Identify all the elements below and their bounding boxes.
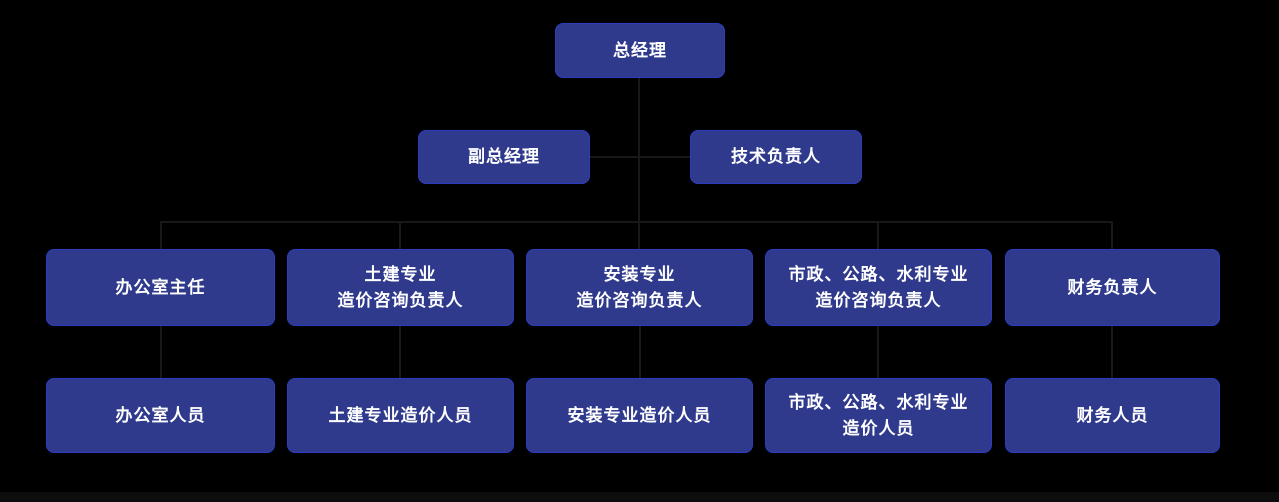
connector-municipal-staff bbox=[877, 326, 879, 378]
node-office-director: 办公室主任 bbox=[46, 249, 275, 326]
node-general-manager: 总经理 bbox=[555, 23, 725, 78]
node-label: 市政、公路、水利专业 造价咨询负责人 bbox=[788, 264, 969, 310]
node-label: 副总经理 bbox=[468, 147, 540, 166]
node-label: 办公室人员 bbox=[115, 405, 206, 425]
node-office-staff: 办公室人员 bbox=[46, 378, 275, 453]
node-label: 技术负责人 bbox=[731, 147, 821, 166]
node-label: 财务人员 bbox=[1076, 405, 1149, 425]
node-label: 安装专业造价人员 bbox=[567, 405, 712, 425]
connector-office-staff bbox=[160, 326, 162, 378]
node-installation-consulting-lead: 安装专业 造价咨询负责人 bbox=[526, 249, 753, 326]
node-installation-cost-staff: 安装专业造价人员 bbox=[526, 378, 753, 453]
connector-stub-office bbox=[160, 221, 162, 250]
node-civil-consulting-lead: 土建专业 造价咨询负责人 bbox=[287, 249, 514, 326]
connector-row2-horizontal bbox=[590, 156, 692, 158]
connector-installation-staff bbox=[639, 326, 641, 378]
node-deputy-general-manager: 副总经理 bbox=[418, 130, 590, 184]
connector-stub-finance bbox=[1111, 221, 1113, 250]
connector-civil-staff bbox=[399, 326, 401, 378]
connector-finance-staff bbox=[1111, 326, 1113, 378]
node-label: 办公室主任 bbox=[115, 277, 206, 297]
node-municipal-consulting-lead: 市政、公路、水利专业 造价咨询负责人 bbox=[765, 249, 992, 326]
node-finance-lead: 财务负责人 bbox=[1005, 249, 1220, 326]
node-label: 安装专业 造价咨询负责人 bbox=[576, 264, 703, 310]
node-label: 土建专业造价人员 bbox=[328, 405, 473, 425]
connector-stub-municipal bbox=[877, 221, 879, 250]
node-label: 土建专业 造价咨询负责人 bbox=[337, 264, 464, 310]
node-finance-staff: 财务人员 bbox=[1005, 378, 1220, 453]
node-label: 财务负责人 bbox=[1067, 277, 1158, 297]
bottom-edge bbox=[0, 492, 1279, 502]
node-municipal-cost-staff: 市政、公路、水利专业 造价人员 bbox=[765, 378, 992, 453]
node-label: 总经理 bbox=[613, 40, 667, 60]
connector-row3-distribution bbox=[160, 221, 1113, 223]
node-technical-lead: 技术负责人 bbox=[690, 130, 862, 184]
connector-gm-vertical bbox=[638, 78, 640, 250]
node-civil-cost-staff: 土建专业造价人员 bbox=[287, 378, 514, 453]
connector-stub-civil bbox=[399, 221, 401, 250]
node-label: 市政、公路、水利专业 造价人员 bbox=[788, 392, 969, 438]
